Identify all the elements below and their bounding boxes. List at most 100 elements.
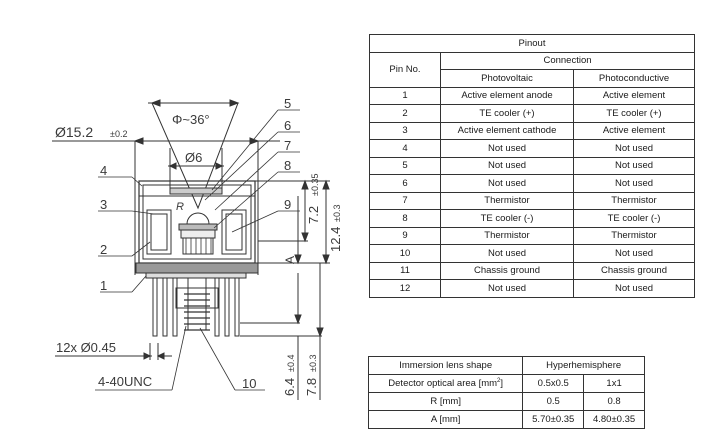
pin-no-header: Pin No.: [369, 51, 441, 88]
lens-r-value: 0.8: [583, 392, 645, 411]
callout-9: 9: [284, 197, 291, 212]
photovoltaic-cell: Active element anode: [440, 86, 574, 105]
pinout-title-row: Pinout: [369, 34, 695, 53]
dim-7-2: 7.2: [306, 206, 321, 224]
callout-10: 10: [242, 376, 256, 391]
photovoltaic-cell: Not used: [440, 244, 574, 263]
pin-number: 6: [369, 174, 441, 193]
header-base: [135, 262, 259, 274]
photovoltaic-cell: TE cooler (-): [440, 209, 574, 228]
pin-number: 9: [369, 226, 441, 245]
window-diameter-label: Ø6: [185, 150, 202, 165]
photoconductive-cell: Not used: [573, 244, 695, 263]
photoconductive-cell: Thermistor: [573, 191, 695, 210]
dim-12-4: 12.4: [328, 227, 343, 252]
pins-label: 12x Ø0.45: [56, 340, 116, 355]
lens-shape-label: Immersion lens shape: [367, 356, 524, 375]
pin-number: 7: [369, 191, 441, 210]
photovoltaic-cell: Chassis ground: [440, 261, 574, 280]
pin-number: 5: [369, 156, 441, 175]
photoconductive-cell: TE cooler (+): [573, 104, 695, 123]
pin-number: 11: [369, 261, 441, 280]
photoconductive-cell: Thermistor: [573, 226, 695, 245]
thread: [184, 293, 210, 331]
pin-number: 2: [369, 104, 441, 123]
pin-number: 1: [369, 86, 441, 105]
pin-number: 4: [369, 139, 441, 158]
dim-7-2-tol: ±0.35: [310, 174, 320, 196]
lens-radius-label: R: [176, 201, 184, 213]
focal-label: A: [283, 256, 297, 264]
pin-number: 3: [369, 121, 441, 140]
callout-8: 8: [284, 158, 291, 173]
dim-6-4-tol: ±0.4: [286, 355, 296, 372]
lens-shape-row: Immersion lens shape Hyperhemisphere: [367, 356, 645, 375]
photoconductive-header: Photoconductive: [573, 69, 695, 88]
dim-12-4-tol: ±0.3: [332, 205, 342, 222]
pinout-title: Pinout: [369, 34, 695, 53]
photoconductive-cell: Not used: [573, 174, 695, 193]
immersion-lens: [186, 212, 210, 225]
callout-5: 5: [284, 96, 291, 111]
pinout-subheader-row: Photovoltaic Photoconductive: [370, 69, 695, 88]
lens-a-row: A [mm] 5.70±0.35 4.80±0.35: [367, 410, 645, 429]
photovoltaic-cell: TE cooler (+): [440, 104, 574, 123]
lens-a-value: 4.80±0.35: [583, 410, 645, 429]
pinout-table: Pinout Pin No. Connection Photovoltaic P…: [369, 34, 695, 298]
lens-a-label: A [mm]: [367, 410, 524, 429]
photoconductive-cell: Active element: [573, 121, 695, 140]
pin-number: 12: [369, 279, 441, 298]
package-drawing: Ø15.2 ±0.2 Φ~36° Ø6 R 7.2 ±0.35 12.4 ±0.…: [52, 96, 343, 400]
lens-area-value: 1x1: [583, 374, 645, 393]
fov-label: Φ~36°: [172, 112, 210, 127]
callout-3: 3: [100, 197, 107, 212]
photovoltaic-cell: Not used: [440, 139, 574, 158]
dim-7-8: 7.8: [304, 378, 319, 396]
lens-area-row: Detector optical area [mm2] 0.5x0.5 1x1: [367, 374, 645, 393]
callout-1: 1: [100, 278, 107, 293]
photoconductive-cell: Not used: [573, 139, 695, 158]
lens-r-label: R [mm]: [367, 392, 524, 411]
photovoltaic-cell: Not used: [440, 156, 574, 175]
pins: [152, 277, 240, 337]
window: [169, 187, 223, 195]
thread-stud: [187, 277, 207, 331]
photoconductive-cell: Not used: [573, 279, 695, 298]
lens-area-label: Detector optical area [mm2]: [367, 374, 524, 393]
dim-7-8-tol: ±0.3: [308, 355, 318, 372]
lens-area-value: 0.5x0.5: [522, 374, 585, 393]
pin-number: 8: [369, 209, 441, 228]
photoconductive-cell: TE cooler (-): [573, 209, 695, 228]
lens-shape-value: Hyperhemisphere: [522, 356, 645, 375]
callout-2: 2: [100, 242, 107, 257]
photoconductive-cell: Active element: [573, 86, 695, 105]
callout-4: 4: [100, 163, 107, 178]
photoconductive-cell: Chassis ground: [573, 261, 695, 280]
photovoltaic-header: Photovoltaic: [440, 69, 574, 88]
thread-label: 4-40UNC: [98, 374, 152, 389]
lens-table: Immersion lens shape Hyperhemisphere Det…: [367, 356, 645, 429]
pin-number: 10: [369, 244, 441, 263]
lens-r-value: 0.5: [522, 392, 585, 411]
pinout-header-row: Pin No. Connection: [369, 51, 695, 88]
callout-7: 7: [284, 138, 291, 153]
photovoltaic-cell: Active element cathode: [440, 121, 574, 140]
lens-a-value: 5.70±0.35: [522, 410, 585, 429]
photovoltaic-cell: Thermistor: [440, 226, 574, 245]
photovoltaic-cell: Not used: [440, 279, 574, 298]
outer-diameter-tol: ±0.2: [110, 129, 127, 139]
outer-diameter-label: Ø15.2: [55, 124, 93, 140]
photovoltaic-cell: Thermistor: [440, 191, 574, 210]
lens-r-row: R [mm] 0.5 0.8: [367, 392, 645, 411]
